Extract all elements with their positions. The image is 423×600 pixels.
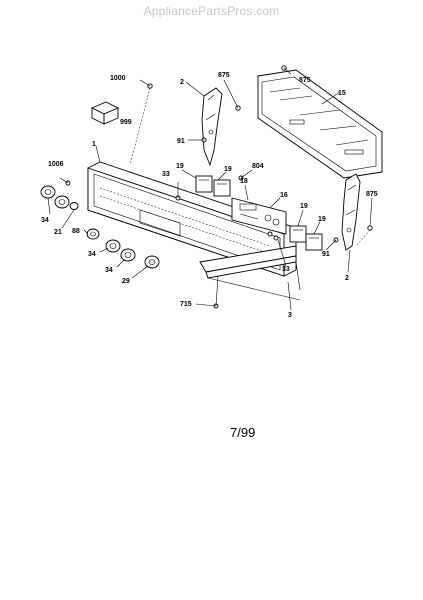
switch-part-19b [213, 179, 231, 197]
label-15: 15 [338, 90, 346, 97]
label-34-b: 34 [88, 251, 96, 258]
watermark: AppliancePartsPros.com [143, 4, 280, 18]
label-2-left: 2 [180, 79, 184, 86]
label-804: 804 [252, 163, 264, 170]
label-3: 3 [288, 312, 292, 319]
leader-lines [47, 67, 373, 311]
label-999: 999 [120, 119, 132, 126]
rear-panel-part-15 [257, 69, 383, 179]
knob-part-34b [54, 195, 70, 209]
label-19-d: 19 [318, 216, 326, 223]
knob-part-88 [86, 228, 100, 240]
label-91-left: 91 [177, 138, 185, 145]
label-33-top: 33 [162, 171, 170, 178]
label-block-part-999 [90, 101, 120, 125]
label-34-c: 34 [105, 267, 113, 274]
label-2-right: 2 [345, 275, 349, 282]
label-19-c: 19 [300, 203, 308, 210]
switch-part-19d [305, 233, 323, 251]
label-29: 29 [122, 278, 130, 285]
knob-part-29 [144, 255, 160, 269]
switch-part-19a [195, 175, 213, 193]
label-16: 16 [280, 192, 288, 199]
switch-part-19c [289, 225, 307, 243]
knob-part-34c [105, 239, 121, 253]
right-bracket-part-2 [341, 173, 361, 251]
label-33-bottom: 33 [282, 266, 290, 273]
left-bracket-part-2 [201, 87, 223, 167]
knob-part-34a [40, 185, 56, 199]
label-1006: 1006 [48, 161, 64, 168]
label-715: 715 [180, 301, 192, 308]
trim-strip-part-3 [199, 245, 301, 301]
label-88: 88 [72, 228, 80, 235]
label-875-right: 875 [366, 191, 378, 198]
label-21: 21 [54, 229, 62, 236]
label-18: 18 [240, 178, 248, 185]
label-91-right: 91 [322, 251, 330, 258]
label-19-b: 19 [224, 166, 232, 173]
label-19-a: 19 [176, 163, 184, 170]
label-1000: 1000 [110, 75, 126, 82]
knob-part-21 [69, 202, 79, 210]
label-875-top: 875 [299, 77, 311, 84]
label-34-a: 34 [41, 217, 49, 224]
knob-part-34d [120, 248, 136, 262]
label-1: 1 [92, 141, 96, 148]
timer-board-part-16 [231, 197, 287, 235]
date-code: 7/99 [230, 425, 256, 440]
label-875-left: 875 [218, 72, 230, 79]
